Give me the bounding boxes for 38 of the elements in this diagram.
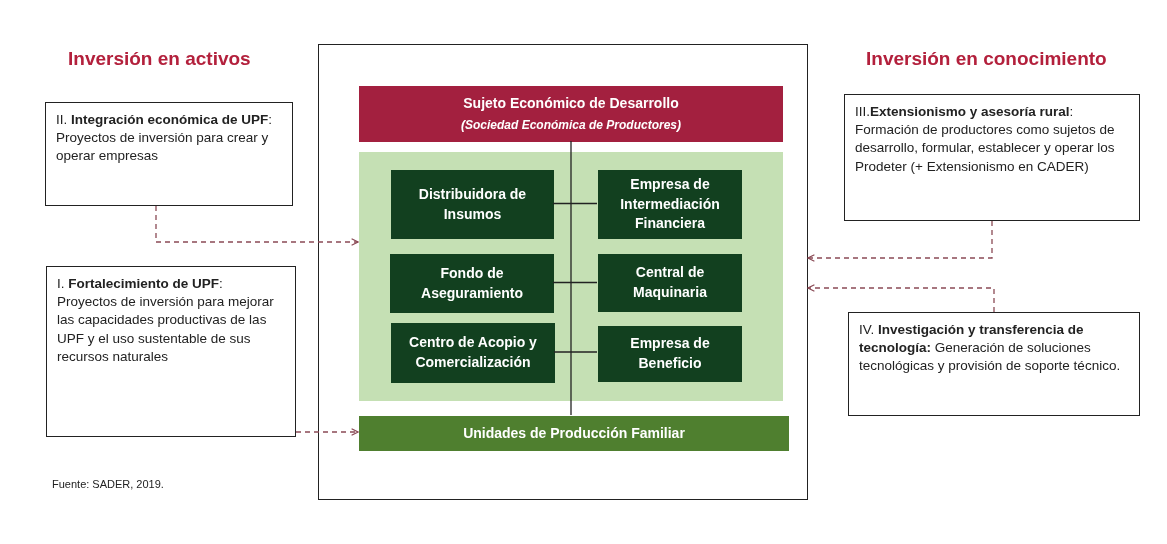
dashed-arrow xyxy=(807,284,995,313)
subtitle-text: (Sociedad Económica de Productores) xyxy=(460,116,682,134)
box-text: Empresa de Intermediación Financiera xyxy=(619,175,721,234)
entity-box xyxy=(391,323,555,383)
box-text: Empresa de Beneficio xyxy=(629,334,711,373)
program-box xyxy=(46,266,296,437)
box-text: Unidades de Producción Familiar xyxy=(463,423,685,443)
box-text: Centro de Acopio y Comercialización xyxy=(408,333,538,372)
box-text: Central de Maquinaria xyxy=(632,263,708,302)
entity-box xyxy=(598,254,742,312)
program-box xyxy=(848,312,1140,416)
section-heading: Inversión en conocimiento xyxy=(866,48,1107,70)
box-text: IV. Investigación y transferencia de tecnología: Generación de soluciones tecnológicas y provisión de soporte técnico. xyxy=(859,321,1122,376)
box-text: I. Fortalecimiento de UPF: Proyectos de inversión para mejorar las capacidades productivas de las UPF y el uso sustentable de sus recursos naturales xyxy=(57,275,275,366)
dashed-arrow xyxy=(295,428,359,436)
frame-box xyxy=(318,44,808,500)
entity-box xyxy=(598,170,742,239)
connector-line xyxy=(552,202,598,205)
entity-box xyxy=(598,326,742,382)
dashed-arrow xyxy=(807,220,993,262)
entity-box xyxy=(390,254,554,313)
dashed-arrow xyxy=(155,205,359,246)
connector-line xyxy=(570,140,572,416)
header-box xyxy=(359,86,783,142)
program-box xyxy=(844,94,1140,221)
box-text: Fondo de Aseguramiento xyxy=(420,263,524,303)
connector-line xyxy=(552,281,598,284)
panel-background xyxy=(359,152,783,401)
entity-box xyxy=(391,170,554,239)
box-text: II. Integración económica de UPF: Proyectos de inversión para crear y operar empresas xyxy=(56,111,274,166)
box-text: Distribuidora de Insumos xyxy=(417,184,528,224)
box-text: III.Extensionismo y asesoría rural: Formación de productores como sujetos de desarrollo, formular, establecer y operar los Prodeter (+ Extensionismo en CADER) xyxy=(855,103,1116,176)
connector-line xyxy=(553,351,598,353)
source-note: Fuente: SADER, 2019. xyxy=(52,478,164,490)
program-box xyxy=(45,102,293,206)
box-text: Sujeto Económico de Desarrollo xyxy=(463,94,679,114)
section-heading: Inversión en activos xyxy=(68,48,251,70)
base-box xyxy=(359,416,789,451)
